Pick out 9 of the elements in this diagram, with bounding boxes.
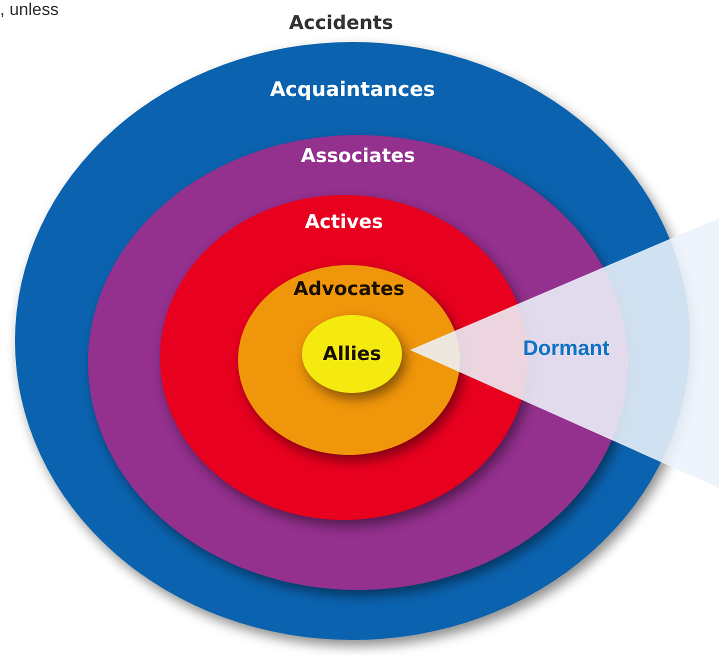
heading-text: Accidents <box>289 12 394 34</box>
ring-label: Advocates <box>293 278 405 300</box>
ring-label: Allies <box>322 342 382 365</box>
ring-label: Acquaintances <box>270 77 436 101</box>
note-text: , unless <box>0 0 59 20</box>
ring-label: Actives <box>304 210 384 233</box>
ring-label: Associates <box>300 144 416 167</box>
wedge-label: Dormant <box>523 337 610 361</box>
ring-band <box>302 315 402 393</box>
